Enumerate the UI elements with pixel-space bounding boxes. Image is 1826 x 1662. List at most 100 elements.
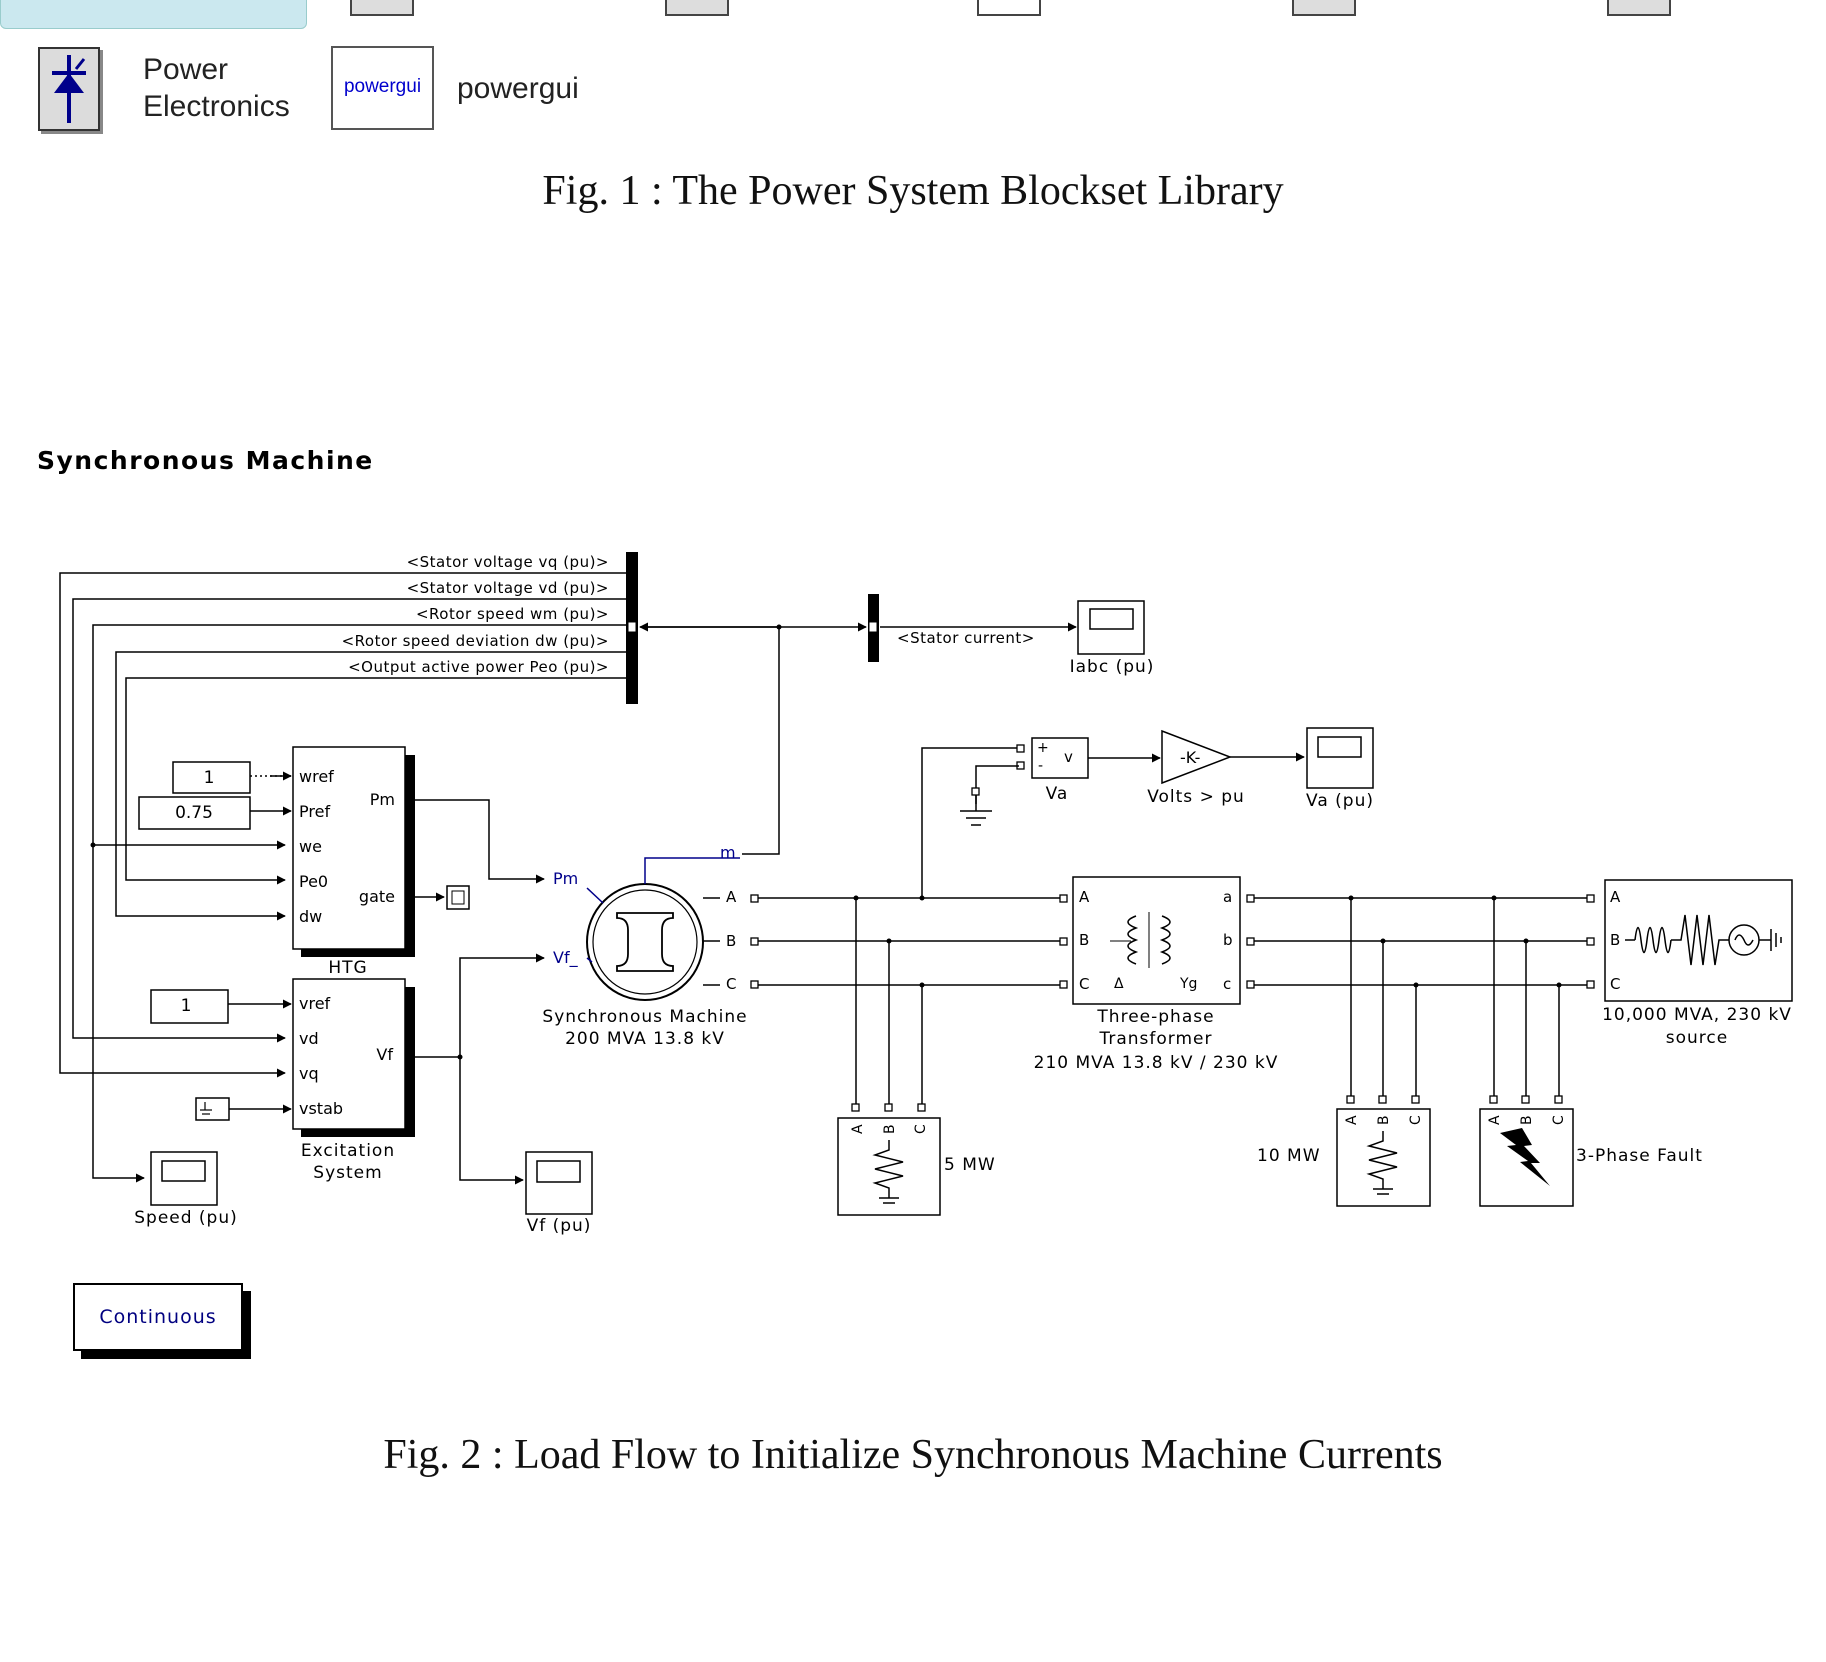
diagram-title: Synchronous Machine — [37, 446, 374, 475]
svg-text:-: - — [1038, 758, 1043, 774]
htg-port-label: wref — [299, 767, 334, 786]
fault-label: 3-Phase Fault — [1576, 1146, 1703, 1166]
machine-phase-label: B — [726, 932, 736, 950]
scope-iabc[interactable] — [1077, 600, 1145, 655]
library-icon-partial[interactable] — [350, 0, 414, 16]
powergui-icon-text: powergui — [343, 76, 422, 97]
machine-port-label: m — [720, 843, 736, 862]
machine-phase-label: C — [726, 975, 736, 993]
transformer-label: 210 MVA 13.8 kV / 230 kV — [1034, 1053, 1279, 1073]
svg-text:1: 1 — [181, 996, 192, 1016]
excitation-label: System — [313, 1163, 382, 1183]
machine-label: 200 MVA 13.8 kV — [565, 1029, 725, 1049]
source-port: B — [1610, 931, 1620, 949]
scope-va-label: Va (pu) — [1306, 791, 1374, 811]
load-10mw-phase: A — [1344, 1115, 1360, 1125]
voltage-measurement-block[interactable]: + - v — [1031, 737, 1089, 779]
load-10mw-block[interactable] — [1336, 1108, 1431, 1207]
machine-port-label: Pm — [553, 869, 578, 888]
machine-phase-label: A — [726, 888, 737, 906]
library-icon-partial[interactable] — [1607, 0, 1671, 16]
library-strip: Power Electronics powergui powergui — [0, 0, 1826, 150]
library-tab-selected[interactable] — [0, 0, 307, 29]
synchronous-machine-block[interactable] — [586, 857, 740, 1001]
scope-va[interactable] — [1306, 727, 1374, 789]
excitation-port-label: Vf — [376, 1045, 393, 1064]
source-label: 10,000 MVA, 230 kV — [1602, 1005, 1792, 1025]
transformer-winding-yg: Yg — [1179, 976, 1197, 992]
stator-current-label: <Stator current> — [897, 629, 1035, 647]
bus-signal-label: <Output active power Peo (pu)> — [348, 658, 609, 676]
svg-text:v: v — [1064, 748, 1073, 766]
scope-vf[interactable] — [525, 1151, 593, 1215]
library-icon-partial[interactable] — [977, 0, 1041, 16]
powergui-library-icon[interactable]: powergui — [331, 46, 434, 130]
htg-block[interactable] — [292, 746, 415, 957]
voltmeter-label: Va — [1046, 784, 1069, 804]
vstab-ground[interactable] — [195, 1097, 230, 1121]
htg-port-label: dw — [299, 907, 322, 926]
source-port: A — [1610, 888, 1621, 906]
constant-wref[interactable]: 1 — [172, 761, 251, 794]
library-icon-partial[interactable] — [665, 0, 729, 16]
powergui-continuous-block[interactable]: Continuous — [73, 1283, 243, 1351]
load-5mw-block[interactable] — [837, 1117, 941, 1216]
figure-2-caption: Fig. 2 : Load Flow to Initialize Synchro… — [383, 1432, 1443, 1478]
bus-signal-label: <Rotor speed wm (pu)> — [416, 605, 609, 623]
load-5mw-phase: B — [882, 1124, 898, 1134]
gain-label: Volts > pu — [1147, 787, 1245, 807]
htg-port-label: Pe0 — [299, 872, 328, 891]
three-phase-transformer-block[interactable] — [1072, 876, 1241, 1005]
scope-iabc-label: Iabc (pu) — [1070, 657, 1155, 677]
library-icon-partial[interactable] — [1292, 0, 1356, 16]
three-phase-source-block[interactable] — [1604, 879, 1793, 1002]
htg-port-label: gate — [359, 887, 395, 906]
three-phase-fault-block[interactable] — [1479, 1108, 1574, 1207]
machine-label: Synchronous Machine — [542, 1007, 747, 1027]
bus-signal-label: <Rotor speed deviation dw (pu)> — [342, 632, 609, 650]
phase-lines-hv — [1254, 897, 1588, 1097]
htg-port-label: Pm — [370, 790, 395, 809]
htg-port-label: Pref — [299, 802, 330, 821]
machine-port-label: Vf_ — [553, 948, 579, 968]
power-electronics-label: Power Electronics — [143, 53, 290, 123]
fault-phase: B — [1519, 1115, 1535, 1125]
excitation-port-label: vq — [299, 1064, 319, 1083]
fault-phase: C — [1551, 1115, 1567, 1125]
load-5mw-phase: A — [850, 1124, 866, 1134]
bus-signal-label: <Stator voltage vq (pu)> — [407, 553, 609, 571]
constant-pref[interactable]: 0.75 — [138, 796, 251, 830]
scope-vf-label: Vf (pu) — [527, 1216, 592, 1236]
transformer-label: Transformer — [1098, 1029, 1212, 1049]
transformer-port: A — [1079, 888, 1090, 906]
load-10mw-label: 10 MW — [1257, 1146, 1321, 1166]
excitation-port-label: vref — [299, 994, 331, 1013]
transformer-port: b — [1223, 931, 1233, 949]
constant-vref[interactable]: 1 — [150, 989, 229, 1024]
svg-text:0.75: 0.75 — [175, 803, 213, 823]
svg-text:-K-: -K- — [1180, 748, 1200, 767]
ground-symbol — [960, 787, 992, 826]
load-5mw-label: 5 MW — [944, 1155, 996, 1175]
transformer-winding-delta: Δ — [1114, 976, 1124, 992]
excitation-port-label: vd — [299, 1029, 319, 1048]
svg-text:1: 1 — [204, 768, 215, 788]
scope-speed-label: Speed (pu) — [134, 1208, 238, 1228]
bus-signal-label: <Stator voltage vd (pu)> — [407, 579, 609, 597]
gain-block[interactable]: -K- — [1161, 729, 1233, 785]
transformer-port: B — [1079, 931, 1089, 949]
excitation-system-block[interactable] — [292, 978, 415, 1137]
source-port: C — [1610, 975, 1620, 993]
power-electronics-library-icon[interactable] — [38, 47, 100, 131]
load-10mw-phase: C — [1408, 1115, 1424, 1125]
excitation-port-label: vstab — [299, 1099, 343, 1118]
scope-speed[interactable] — [150, 1151, 218, 1206]
load-5mw-phase: C — [913, 1124, 929, 1134]
phase-lines-lv — [758, 747, 1063, 1106]
measurement-wires — [59, 572, 626, 1183]
gate-terminator[interactable] — [446, 885, 470, 910]
excitation-label: Excitation — [301, 1141, 395, 1161]
source-label: source — [1666, 1028, 1728, 1048]
htg-port-label: we — [299, 837, 322, 856]
